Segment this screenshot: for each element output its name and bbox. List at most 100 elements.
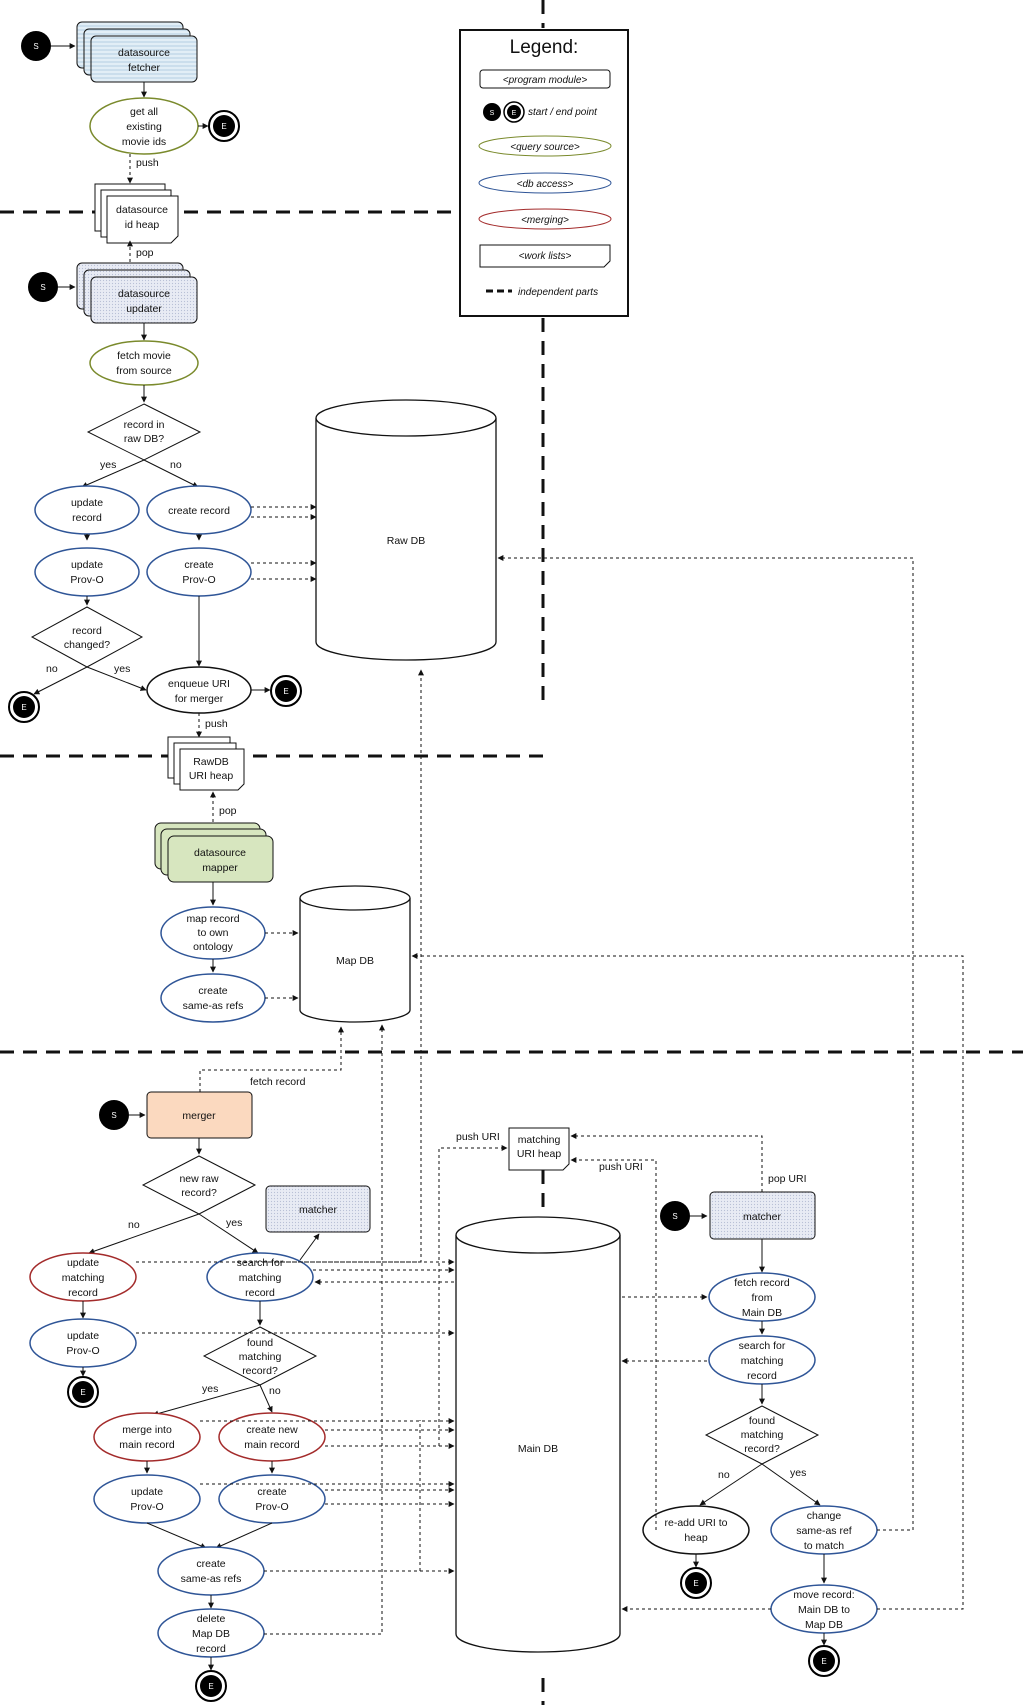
matcher-right-label: matcher (743, 1211, 781, 1223)
push-label: push (205, 718, 228, 730)
no-label: no (269, 1385, 281, 1397)
end-icon (72, 1381, 94, 1403)
flow-arrow (299, 1233, 320, 1261)
end-glyph: E (821, 1657, 826, 1666)
new-raw-record-decision (141, 1155, 257, 1215)
no-label: no (46, 663, 58, 675)
matcher-module-left (265, 1185, 371, 1233)
decision-label: record in (124, 419, 165, 431)
fetch-main-label: Main DB (742, 1307, 782, 1319)
readd-uri-node (642, 1505, 750, 1555)
section-merging: fetch record S merger new raw record? ma… (29, 555, 964, 1702)
raw-db-cylinder (315, 399, 497, 661)
merge-into-main-node (93, 1412, 201, 1462)
flow-arrow (215, 1522, 273, 1549)
flow-arrow (152, 1384, 261, 1417)
push-label: push (136, 157, 159, 169)
update-prov-label: Prov-O (70, 574, 103, 586)
delete-map-label: Map DB (192, 1628, 230, 1640)
create-sameas-node (157, 1546, 265, 1596)
start-icon (21, 31, 51, 61)
datasource-fetcher-label: fetcher (128, 62, 161, 74)
end-icon (275, 680, 297, 702)
push-uri-label: push URI (456, 1131, 500, 1143)
legend-query-source-shape (478, 135, 612, 157)
search-r-label: matching (741, 1355, 784, 1367)
search-matching-label: record (245, 1287, 275, 1299)
matching-heap-label: matching (518, 1134, 561, 1146)
end-glyph: E (693, 1579, 698, 1588)
matcher-label: matcher (299, 1204, 337, 1216)
fetch-movie-label: fetch movie (117, 350, 171, 362)
start-glyph: S (40, 283, 45, 292)
flow-arrow (143, 459, 199, 488)
rawdb-uri-heap (179, 748, 245, 791)
map-record-label: map record (186, 913, 239, 925)
legend-work-lists: <work lists> (519, 251, 572, 262)
yes-label: yes (100, 459, 116, 471)
flow-arrow (198, 1213, 259, 1254)
end-icon (685, 1572, 707, 1594)
create-sameas-label: create (196, 1558, 225, 1570)
update-record-label: update (71, 497, 103, 509)
rawdb-heap-label: RawDB (193, 756, 229, 768)
create-prov-label: create (184, 559, 213, 571)
flow-arrow (88, 1213, 200, 1255)
push-uri-label: push URI (599, 1161, 643, 1173)
yes-label: yes (202, 1383, 218, 1395)
decision-label: new raw (179, 1173, 219, 1185)
decision-label: record (72, 625, 102, 637)
mapper-label: mapper (202, 862, 238, 874)
updater-label: updater (126, 303, 162, 315)
flow-arrow (761, 1463, 821, 1506)
no-label: no (170, 459, 182, 471)
legend: Legend: <program module> S E start / end… (459, 29, 629, 317)
no-label: no (128, 1219, 140, 1231)
flow-arrow (146, 1522, 207, 1549)
end-icon (200, 1675, 222, 1697)
legend-db-access: <db access> (517, 179, 574, 190)
map-record-label: ontology (193, 941, 233, 953)
update-prov-label: update (67, 1330, 99, 1342)
sameas-label: same-as refs (183, 1000, 244, 1012)
create-prov-node (146, 547, 252, 597)
update-record-node (34, 485, 140, 535)
query-label: movie ids (122, 136, 166, 148)
merge-into-label: main record (119, 1439, 175, 1451)
update-record-label: record (72, 512, 102, 524)
datasource-mapper-module (167, 835, 274, 883)
mapper-label: datasource (194, 847, 246, 859)
start-glyph: S (111, 1111, 116, 1120)
create-prov-label: Prov-O (182, 574, 215, 586)
map-db-cylinder (299, 885, 411, 1023)
end-glyph: E (80, 1388, 85, 1397)
datasource-fetcher-module (90, 35, 198, 83)
record-in-raw-decision (86, 403, 202, 461)
query-label: existing (126, 121, 162, 133)
decision-label: found (749, 1415, 775, 1427)
create-prov-node-2 (218, 1474, 326, 1524)
section-fetch-ids: S datasource fetcher get all existing mo… (21, 21, 240, 244)
datasource-id-heap (106, 195, 179, 244)
decision-label: raw DB? (124, 433, 164, 445)
no-label: no (718, 1469, 730, 1481)
map-record-label: to own (198, 927, 229, 939)
flow-arrow (259, 1384, 273, 1413)
flow-arrow (86, 666, 147, 691)
yes-label: yes (114, 663, 130, 675)
update-matching-label: record (68, 1287, 98, 1299)
update-prov-label: update (71, 559, 103, 571)
end-glyph: E (283, 687, 288, 696)
legend-program-module-shape (479, 69, 611, 89)
create-prov2-label: Prov-O (255, 1501, 288, 1513)
decision-label: record? (242, 1365, 278, 1377)
id-heap-label: id heap (125, 219, 160, 231)
change-sameas-label: change (807, 1510, 842, 1522)
update-matching-label: update (67, 1257, 99, 1269)
update-prov-node (34, 547, 140, 597)
legend-db-access-shape (478, 172, 612, 194)
fetch-movie-label: from source (116, 365, 172, 377)
search-r-label: record (747, 1370, 777, 1382)
legend-start-icon (483, 103, 501, 121)
